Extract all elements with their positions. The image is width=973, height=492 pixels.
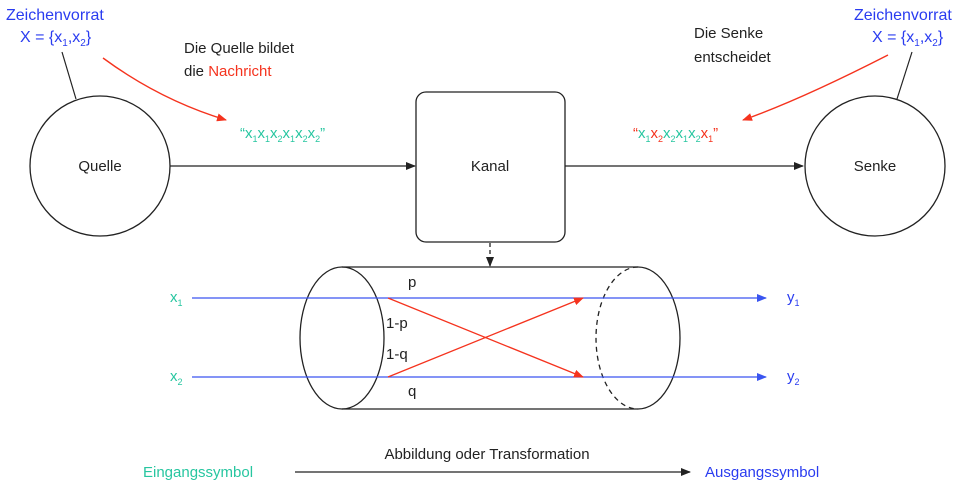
- alphabet-left-pointer: [61, 51, 77, 100]
- sent-close-quote: ”: [320, 125, 325, 142]
- input-x1: x1: [170, 289, 183, 308]
- channel-label: Kanal: [471, 158, 509, 175]
- alphabet-left-set: X = {x1,x2}: [20, 29, 92, 49]
- source-caption-line1: Die Quelle bildet: [184, 40, 295, 57]
- sent-symbol: x: [270, 125, 278, 142]
- sent-open-quote: “: [240, 125, 245, 142]
- prob-1-q: 1-q: [386, 346, 408, 363]
- alphabet-right-pointer: [896, 51, 913, 100]
- sent-message: “x1x1x2x1x2x2”: [240, 125, 325, 144]
- sink-caption-line2: entscheidet: [694, 49, 772, 66]
- sink-label: Senke: [854, 158, 897, 175]
- sink-node: Senke: [804, 95, 946, 237]
- sent-symbol: x: [283, 125, 291, 142]
- source-caption-line2: die Nachricht: [184, 63, 272, 80]
- output-y2: y2: [787, 368, 800, 387]
- input-symbol-label: Eingangssymbol: [143, 464, 253, 481]
- alphabet-right: Zeichenvorrat X = {x1,x2}: [854, 7, 952, 100]
- source-caption: Die Quelle bildet die Nachricht: [184, 40, 295, 80]
- received-symbol-error: x: [701, 125, 709, 142]
- input-x2: x2: [170, 368, 183, 387]
- received-open-quote: “: [633, 125, 638, 142]
- received-symbol: x: [676, 125, 684, 142]
- received-symbol: x: [688, 125, 696, 142]
- received-symbol: x: [638, 125, 646, 142]
- source-label: Quelle: [78, 158, 121, 175]
- sent-symbol: x: [245, 125, 253, 142]
- path-x2-to-y1: [387, 297, 584, 378]
- cylinder-left-end: [299, 266, 385, 410]
- channel-node: Kanal: [415, 91, 566, 243]
- alphabet-left: Zeichenvorrat X = {x1,x2}: [6, 7, 104, 100]
- prob-q: q: [408, 383, 416, 400]
- message-highlight: Nachricht: [208, 63, 272, 80]
- alphabet-to-received-arrow: [742, 54, 889, 121]
- received-close-quote: ”: [713, 125, 718, 142]
- sink-caption: Die Senke entscheidet: [694, 25, 772, 66]
- output-symbol-label: Ausgangssymbol: [705, 464, 819, 481]
- alphabet-right-set: X = {x1,x2}: [872, 29, 944, 49]
- received-symbol: x: [663, 125, 671, 142]
- sink-caption-line1: Die Senke: [694, 25, 763, 42]
- received-message: “x1x2x2x1x2x1”: [633, 125, 718, 144]
- alphabet-right-title: Zeichenvorrat: [854, 7, 952, 24]
- channel-cylinder: [299, 266, 681, 410]
- source-to-message-arrow: [102, 57, 227, 122]
- output-y1: y1: [787, 289, 800, 308]
- sent-symbol: x: [295, 125, 303, 142]
- channel-box: [415, 91, 566, 243]
- received-symbol-error: x: [651, 125, 659, 142]
- mapping-arrow-label: Abbildung oder Transformation: [384, 446, 589, 463]
- cylinder-right-end-front: [637, 266, 681, 410]
- sent-symbol: x: [308, 125, 316, 142]
- cylinder-right-end-back: [595, 266, 639, 410]
- source-node: Quelle: [29, 95, 171, 237]
- prob-p: p: [408, 274, 416, 291]
- prob-1-p: 1-p: [386, 315, 408, 332]
- sink-circle: [804, 95, 946, 237]
- sent-symbol: x: [258, 125, 266, 142]
- alphabet-left-title: Zeichenvorrat: [6, 7, 104, 24]
